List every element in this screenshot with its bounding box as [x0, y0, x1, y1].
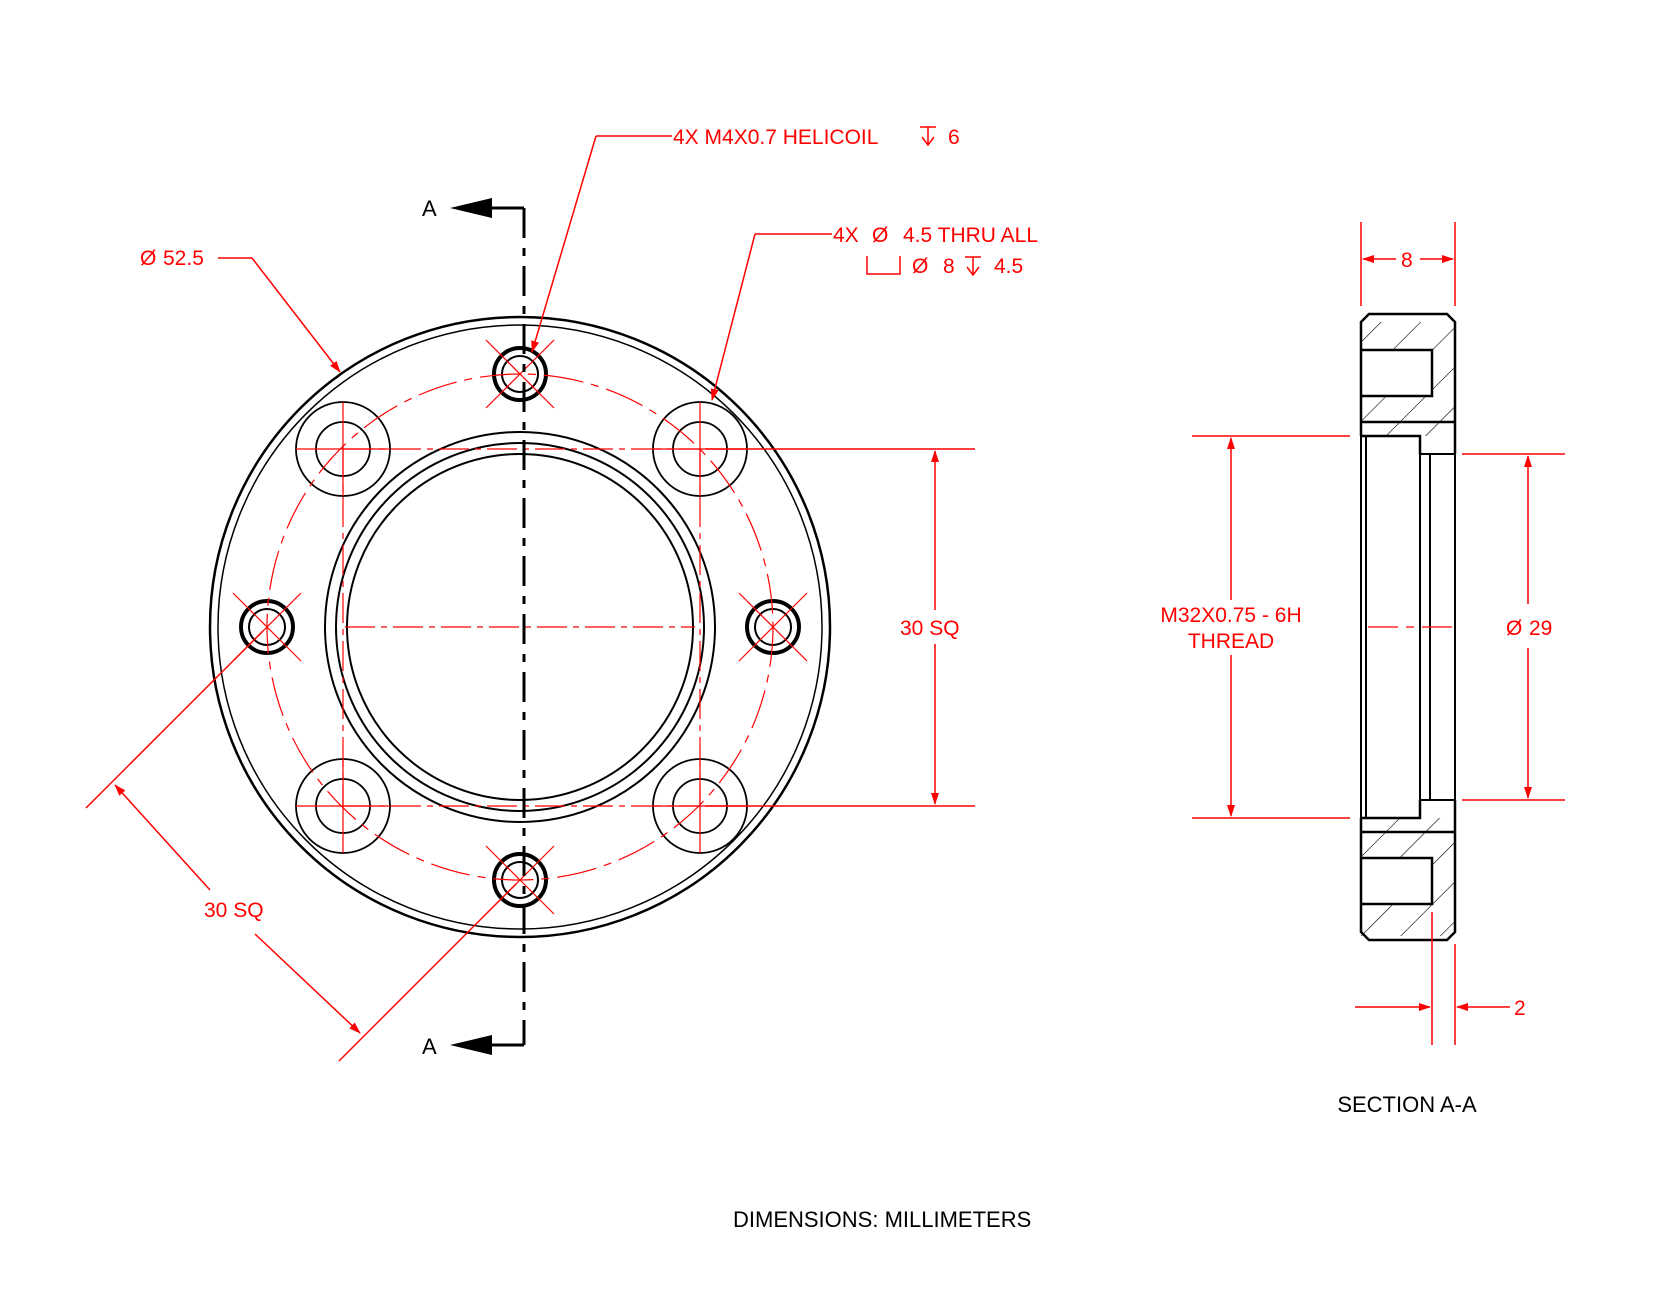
- bore-diameter-value: 29: [1529, 617, 1552, 640]
- square-dimension-diagonal-value: 30 SQ: [204, 899, 264, 922]
- square-dimension-right: 30 SQ: [705, 448, 975, 807]
- section-view: 8 M32X0.75 - 6H THREAD Ø 29 2: [1160, 222, 1565, 1117]
- section-bore-lines: [1360, 436, 1456, 818]
- relief-dimension: 2: [1355, 912, 1526, 1045]
- relief-value: 2: [1514, 997, 1526, 1020]
- helicoil-hole-right: [745, 599, 801, 655]
- thread-major-circle: [324, 431, 716, 823]
- thickness-value: 8: [1401, 249, 1413, 272]
- section-arrow-bottom: A: [422, 1034, 524, 1059]
- helicoil-callout: 4X M4X0.7 HELICOIL 6: [531, 126, 960, 353]
- thickness-dimension: 8: [1360, 222, 1456, 306]
- thru-callout-value: 4.5 THRU ALL: [903, 224, 1038, 247]
- units-note: DIMENSIONS: MILLIMETERS: [733, 1207, 1031, 1232]
- bore-diameter-dimension: Ø 29: [1462, 453, 1565, 801]
- depth-symbol-icon: [920, 126, 936, 147]
- section-outline-top: [1359, 312, 1457, 454]
- section-outline-bottom: [1359, 800, 1457, 942]
- counterbore-depth-value: 4.5: [994, 255, 1023, 278]
- thru-callout-qty: 4X: [833, 224, 859, 247]
- depth-symbol-icon: [965, 256, 981, 277]
- helicoil-hole-left: [239, 599, 295, 655]
- section-arrow-top: A: [422, 196, 524, 221]
- thru-hole-callout: 4X Ø 4.5 THRU ALL Ø 8 4.5: [710, 224, 1038, 401]
- center-marks: [232, 339, 808, 915]
- thread-spec-line1: M32X0.75 - 6H: [1160, 604, 1301, 627]
- flange-chamfer-edge: [217, 324, 823, 930]
- helicoil-depth-value: 6: [948, 126, 960, 149]
- diameter-symbol: Ø: [912, 255, 928, 278]
- diameter-symbol: Ø: [872, 224, 888, 247]
- helicoil-callout-text: 4X M4X0.7 HELICOIL: [673, 126, 878, 149]
- section-marker-top-label: A: [422, 196, 437, 221]
- thread-dimension: M32X0.75 - 6H THREAD: [1160, 435, 1350, 819]
- square-dimension-diagonal: 30 SQ: [85, 630, 517, 1062]
- counterbore-diameter-value: 8: [943, 255, 955, 278]
- helicoil-hole-top: [492, 346, 548, 402]
- counterbore-symbol-icon: [866, 256, 901, 275]
- section-marker-bottom-label: A: [422, 1034, 437, 1059]
- diameter-symbol: Ø: [140, 247, 156, 270]
- thread-spec-line2: THREAD: [1188, 630, 1274, 653]
- flange-outer-edge: [208, 315, 832, 939]
- outer-diameter-value: 52.5: [163, 247, 204, 270]
- helicoil-hole-bottom: [492, 852, 548, 908]
- front-view: A A Ø 52.5 4X M4X0.7 HELICOIL 6: [85, 126, 1038, 1062]
- thread-minor-circle: [335, 442, 705, 812]
- outer-diameter-dimension: Ø 52.5: [140, 247, 341, 373]
- square-dimension-right-value: 30 SQ: [900, 617, 960, 640]
- diameter-symbol: Ø: [1506, 617, 1522, 640]
- section-view-title: SECTION A-A: [1337, 1092, 1477, 1117]
- section-hatch: [1361, 322, 1455, 936]
